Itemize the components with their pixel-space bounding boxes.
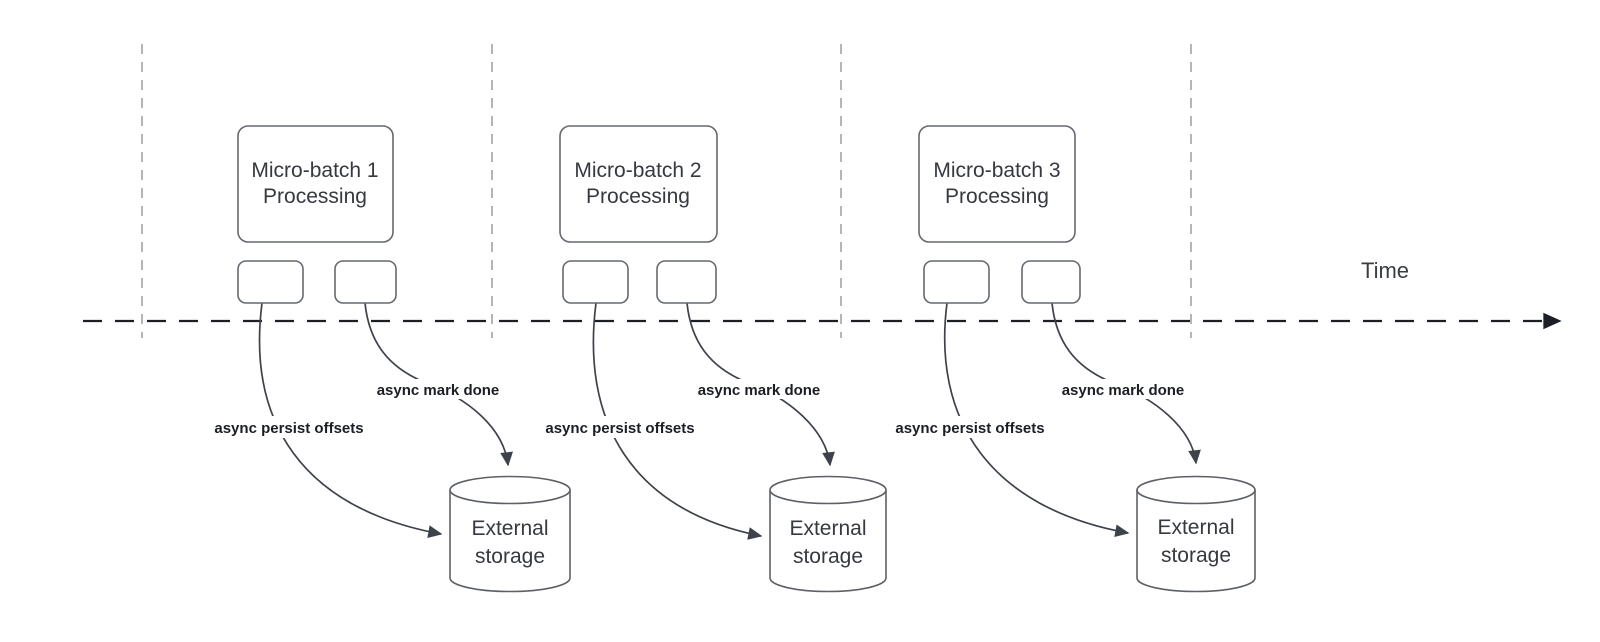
- mark-done-label-3: async mark done: [1062, 382, 1185, 399]
- mark-done-label-2: async mark done: [698, 382, 821, 399]
- mark-done-label-bg-2: [686, 379, 832, 399]
- storage-label-3-line1: External: [1157, 516, 1234, 539]
- storage-label-3-line2: storage: [1161, 544, 1231, 567]
- mark-done-label-bg-1: [365, 379, 511, 399]
- microbatch-group-1: Micro-batch 1 Processing async persist o…: [201, 125, 571, 593]
- persist-offsets-arrow-1: [258, 302, 443, 538]
- persist-offsets-label-3: async persist offsets: [895, 420, 1044, 437]
- microbatch-box-1-line2: Processing: [263, 185, 367, 208]
- microbatch-box-2-line2: Processing: [586, 185, 690, 208]
- storage-label-1-line1: External: [471, 517, 548, 540]
- persist-offsets-label-bg-3: [882, 416, 1058, 438]
- persist-offsets-arrow-2: [592, 302, 763, 540]
- offset-task-box-3b: [1021, 260, 1081, 304]
- external-storage-cylinder-3: External storage: [1136, 475, 1256, 593]
- microbatch-group-3: Micro-batch 3 Processing async persist o…: [882, 125, 1256, 593]
- offset-task-box-3a: [923, 260, 990, 304]
- persist-offsets-label-bg-2: [532, 416, 708, 438]
- offset-task-box-1a: [237, 260, 304, 304]
- persist-offsets-label-bg-1: [201, 416, 377, 438]
- cylinder-body-3: [1136, 490, 1256, 593]
- microbatch-box-3-line1: Micro-batch 3: [933, 159, 1060, 182]
- microbatch-box-2: [559, 125, 718, 243]
- microbatch-box-1-line1: Micro-batch 1: [251, 159, 378, 182]
- cylinder-top-1: [449, 475, 571, 505]
- time-axis-label: Time: [1361, 258, 1409, 283]
- cylinder-top-3: [1136, 475, 1256, 505]
- persist-offsets-label-2: async persist offsets: [545, 420, 694, 437]
- microbatch-box-1: [237, 125, 394, 243]
- microbatch-box-3-line2: Processing: [945, 185, 1049, 208]
- offset-task-box-1b: [334, 260, 397, 304]
- mark-done-label-bg-3: [1050, 379, 1196, 399]
- microbatch-box-2-line1: Micro-batch 2: [574, 159, 701, 182]
- external-storage-cylinder-1: External storage: [449, 475, 571, 593]
- mark-done-label-1: async mark done: [377, 382, 500, 399]
- microbatch-group-2: Micro-batch 2 Processing async persist o…: [532, 125, 887, 593]
- external-storage-cylinder-2: External storage: [769, 475, 887, 593]
- offset-task-box-2b: [656, 260, 717, 304]
- offset-task-box-2a: [562, 260, 629, 304]
- storage-label-2-line1: External: [789, 517, 866, 540]
- cylinder-body-1: [449, 490, 571, 593]
- storage-label-1-line2: storage: [475, 545, 545, 568]
- microbatch-box-3: [918, 125, 1076, 243]
- cylinder-top-2: [769, 475, 887, 505]
- cylinder-body-2: [769, 490, 887, 593]
- storage-label-2-line2: storage: [793, 545, 863, 568]
- persist-offsets-arrow-3: [943, 302, 1130, 537]
- persist-offsets-label-1: async persist offsets: [214, 420, 363, 437]
